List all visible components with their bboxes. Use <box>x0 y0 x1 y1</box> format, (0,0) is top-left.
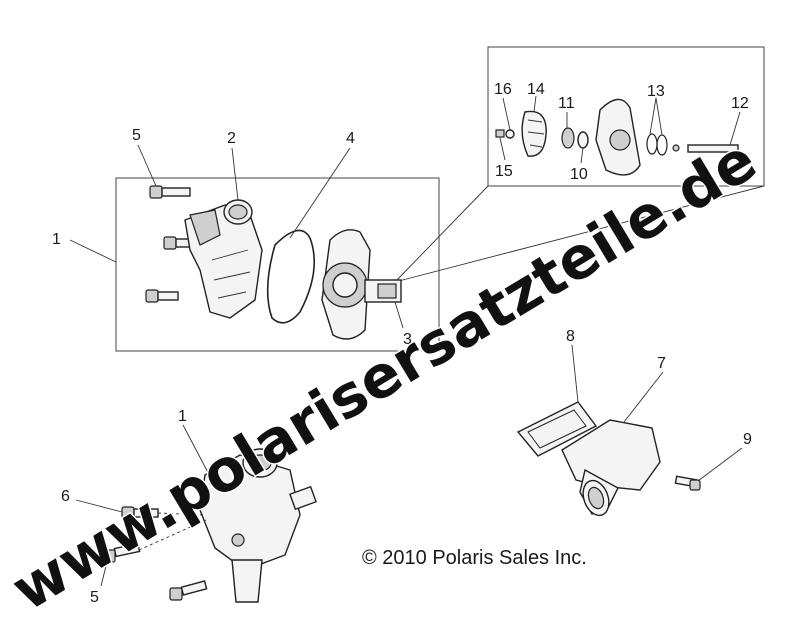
bolt-lower <box>145 289 179 303</box>
leader-9 <box>697 447 743 482</box>
detail-inset-box <box>487 46 765 187</box>
callout-6: 6 <box>61 488 70 505</box>
callout-13: 13 <box>647 83 665 100</box>
callout-12: 12 <box>731 95 749 112</box>
callout-16: 16 <box>494 81 512 98</box>
impeller-housing <box>321 229 402 340</box>
callout-14: 14 <box>527 81 545 98</box>
inset-connector-line <box>394 185 489 283</box>
callout-1-assembly: 1 <box>178 408 187 425</box>
callout-15: 15 <box>495 163 513 180</box>
assembled-pump <box>199 448 317 603</box>
bolt-top <box>149 185 191 199</box>
leader-5-top <box>137 144 157 187</box>
leader-3 <box>394 301 404 329</box>
housing-gasket-8-inner <box>527 409 587 449</box>
leader-assembly-1 <box>182 424 214 483</box>
inset-connector-line <box>394 185 765 283</box>
leader-14 <box>533 95 537 113</box>
callout-3: 3 <box>403 331 412 348</box>
callout-1-box: 1 <box>52 231 61 248</box>
pump-cover <box>184 199 263 319</box>
housing-gasket-8 <box>516 401 598 457</box>
leader-15 <box>499 137 506 161</box>
leader-12 <box>729 111 741 146</box>
callout-5-bottom: 5 <box>90 589 99 606</box>
inset-housing-plate <box>595 98 641 176</box>
callout-7: 7 <box>657 355 666 372</box>
leader-2 <box>231 147 239 201</box>
callout-8: 8 <box>566 328 575 345</box>
callout-5-top: 5 <box>132 127 141 144</box>
bolt-bottom <box>169 580 208 601</box>
gasket-ring <box>266 229 316 324</box>
inset-washer-16 <box>505 129 515 139</box>
inset-orings-13 <box>646 133 668 156</box>
inset-washer-10 <box>577 131 589 149</box>
inset-bolt-15 <box>495 129 505 138</box>
leader-13a <box>649 97 657 135</box>
leader-1 <box>69 239 117 263</box>
bolt-5-lower <box>102 542 141 563</box>
callout-11: 11 <box>558 95 575 112</box>
bolt-path-dashed <box>138 512 207 551</box>
inset-shaft-12 <box>672 144 739 153</box>
leader-4 <box>289 147 351 239</box>
callout-9: 9 <box>743 431 752 448</box>
bolt-9 <box>674 475 701 491</box>
exploded-view-box <box>115 177 440 352</box>
leader-10 <box>580 147 584 164</box>
leader-7 <box>623 371 664 423</box>
callout-10: 10 <box>570 166 588 183</box>
copyright-notice: © 2010 Polaris Sales Inc. <box>362 547 587 569</box>
thermostat-housing-7 <box>561 419 661 517</box>
inset-seal-11 <box>561 127 575 149</box>
inset-impeller-14 <box>521 110 547 157</box>
callout-2: 2 <box>227 130 236 147</box>
leader-8 <box>571 344 579 403</box>
leader-6 <box>75 499 123 513</box>
callout-4: 4 <box>346 130 355 147</box>
leader-13b <box>655 97 663 136</box>
leader-16 <box>502 97 511 131</box>
leader-5-bottom <box>100 561 108 587</box>
bolt-6 <box>121 506 159 520</box>
